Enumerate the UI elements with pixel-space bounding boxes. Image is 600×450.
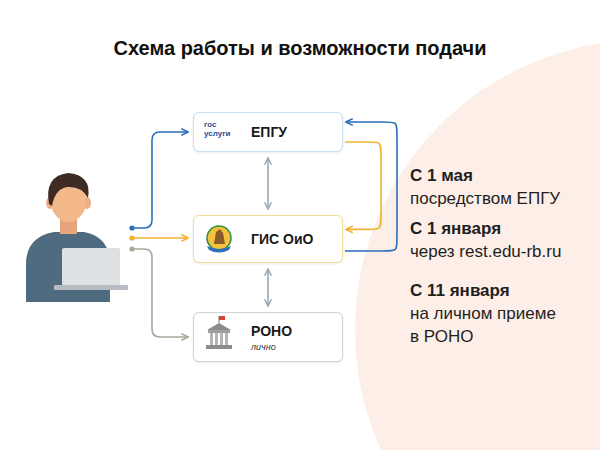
background-circle <box>355 40 600 450</box>
building-roof <box>207 323 231 330</box>
date-heading: С 11 января <box>410 279 590 302</box>
flag-pole <box>219 316 220 323</box>
emblem-flower <box>212 224 226 227</box>
laptop-base <box>54 285 128 290</box>
channel-note: на личном приеме в РОНО <box>410 302 560 348</box>
laptop-screen <box>62 248 120 286</box>
building-column <box>215 333 218 345</box>
office-box: РОНО лично <box>193 312 343 362</box>
channel-note: посредством ЕПГУ <box>410 187 595 210</box>
box-title: РОНО <box>251 323 339 340</box>
emblem-icon <box>207 224 231 253</box>
building-beam <box>208 330 230 333</box>
person-arrows <box>129 132 188 337</box>
flow-connector <box>345 122 397 251</box>
box-subtitle: лично <box>251 342 339 353</box>
arrow-dot <box>129 246 134 251</box>
user-arrow <box>133 237 188 239</box>
date-heading: С 1 мая <box>410 164 590 187</box>
emblem-ring <box>207 226 231 250</box>
emblem-figure <box>214 229 225 244</box>
building-icon <box>206 316 232 349</box>
date-heading: С 1 января <box>410 217 590 240</box>
user-arrow <box>133 249 188 337</box>
building-base <box>206 345 232 349</box>
user-arrow <box>133 132 188 228</box>
person-hair <box>48 173 88 206</box>
emblem-ribbon <box>207 246 231 253</box>
channel-note: через rest.edu-rb.ru <box>410 240 600 263</box>
flag <box>219 316 225 320</box>
system-box: ГИС ОиО <box>193 215 343 263</box>
building-column <box>225 333 228 345</box>
system-box: гос услуги ЕПГУ <box>193 112 343 152</box>
building-column <box>220 333 223 345</box>
diagram-title: Схема работы и возможности подачи <box>0 36 600 60</box>
flow-connector <box>267 269 269 306</box>
arrow-dot <box>129 235 134 240</box>
flow-connector <box>267 158 269 209</box>
emblem-disc <box>207 226 231 250</box>
logo-text: гос услуги <box>204 120 234 138</box>
flow-connector <box>345 142 381 229</box>
arrow-dot <box>129 225 134 230</box>
person-illustration <box>26 173 128 302</box>
building-column <box>210 333 213 345</box>
box-title: ЕПГУ <box>251 124 339 141</box>
box-title: ГИС ОиО <box>251 231 339 248</box>
